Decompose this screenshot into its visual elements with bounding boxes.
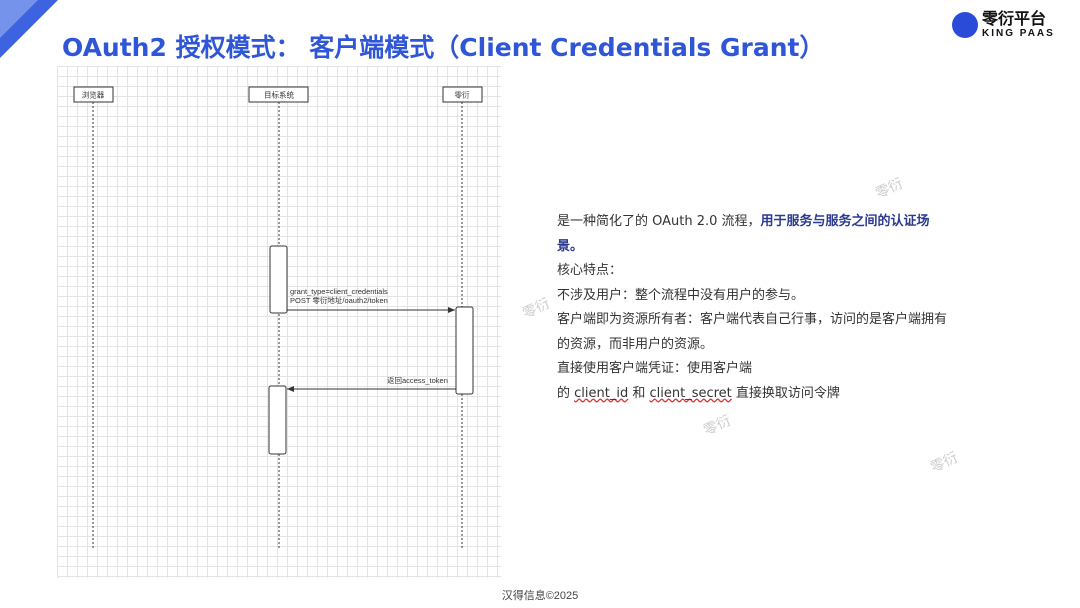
- logo-icon: [952, 11, 978, 38]
- message-label: 返回access_token: [387, 376, 448, 385]
- logo: 零衍平台 KING PAAS: [952, 10, 1055, 39]
- participant-target: [248, 86, 309, 103]
- participant-label: 零衍: [455, 90, 470, 100]
- client-id-term: client_id: [574, 385, 629, 401]
- footer: 汉得信息©2025: [501, 590, 579, 602]
- desc-text: 和: [628, 385, 650, 401]
- desc-text: 直接使用客户端凭证：使用客户端: [557, 361, 753, 376]
- client-secret-term: client_secret: [649, 385, 732, 401]
- participant-lingyan: [442, 86, 483, 103]
- activation-target-2: [268, 385, 287, 455]
- desc-highlight: 用于服务与服务之间的认证场景。: [557, 214, 930, 254]
- watermark: 零衍: [928, 449, 961, 477]
- logo-sub: KING PAAS: [982, 28, 1055, 39]
- corner-decoration-light: [0, 0, 38, 38]
- desc-text: 客户端即为资源所有者：客户端代表自己行事，访问的是客户端拥有的资源，而非用户的资…: [557, 312, 948, 352]
- desc-text: 的: [557, 385, 575, 401]
- watermark: 零衍: [873, 175, 906, 203]
- desc-text: 不涉及用户：整个流程中没有用户的参与。: [557, 287, 805, 303]
- message-label: grant_type=client_credentials: [290, 287, 388, 296]
- participant-label: 浏览器: [82, 90, 105, 100]
- sequence-diagram: 浏览器 目标系统 零衍 grant_type=client_credential…: [57, 66, 501, 578]
- participant-label: 目标系统: [264, 90, 294, 100]
- logo-name: 零衍平台: [982, 9, 1047, 28]
- message-label: POST 零衍地址/oauth2/token: [290, 295, 388, 305]
- activation-target-1: [269, 245, 288, 314]
- watermark: 零衍: [520, 295, 553, 323]
- description: 是一种简化了的 OAuth 2.0 流程，用于服务与服务之间的认证场景。 核心特…: [557, 210, 947, 406]
- page-title: OAuth2 授权模式： 客户端模式（Client Credentials Gr…: [62, 33, 825, 62]
- activation-lingyan: [455, 306, 474, 395]
- desc-text: 直接换取访问令牌: [731, 385, 840, 401]
- desc-text: 是一种简化了的 OAuth 2.0 流程，: [557, 214, 761, 229]
- desc-text: 核心特点：: [557, 263, 623, 278]
- participant-browser: [73, 86, 114, 103]
- watermark: 零衍: [701, 412, 734, 440]
